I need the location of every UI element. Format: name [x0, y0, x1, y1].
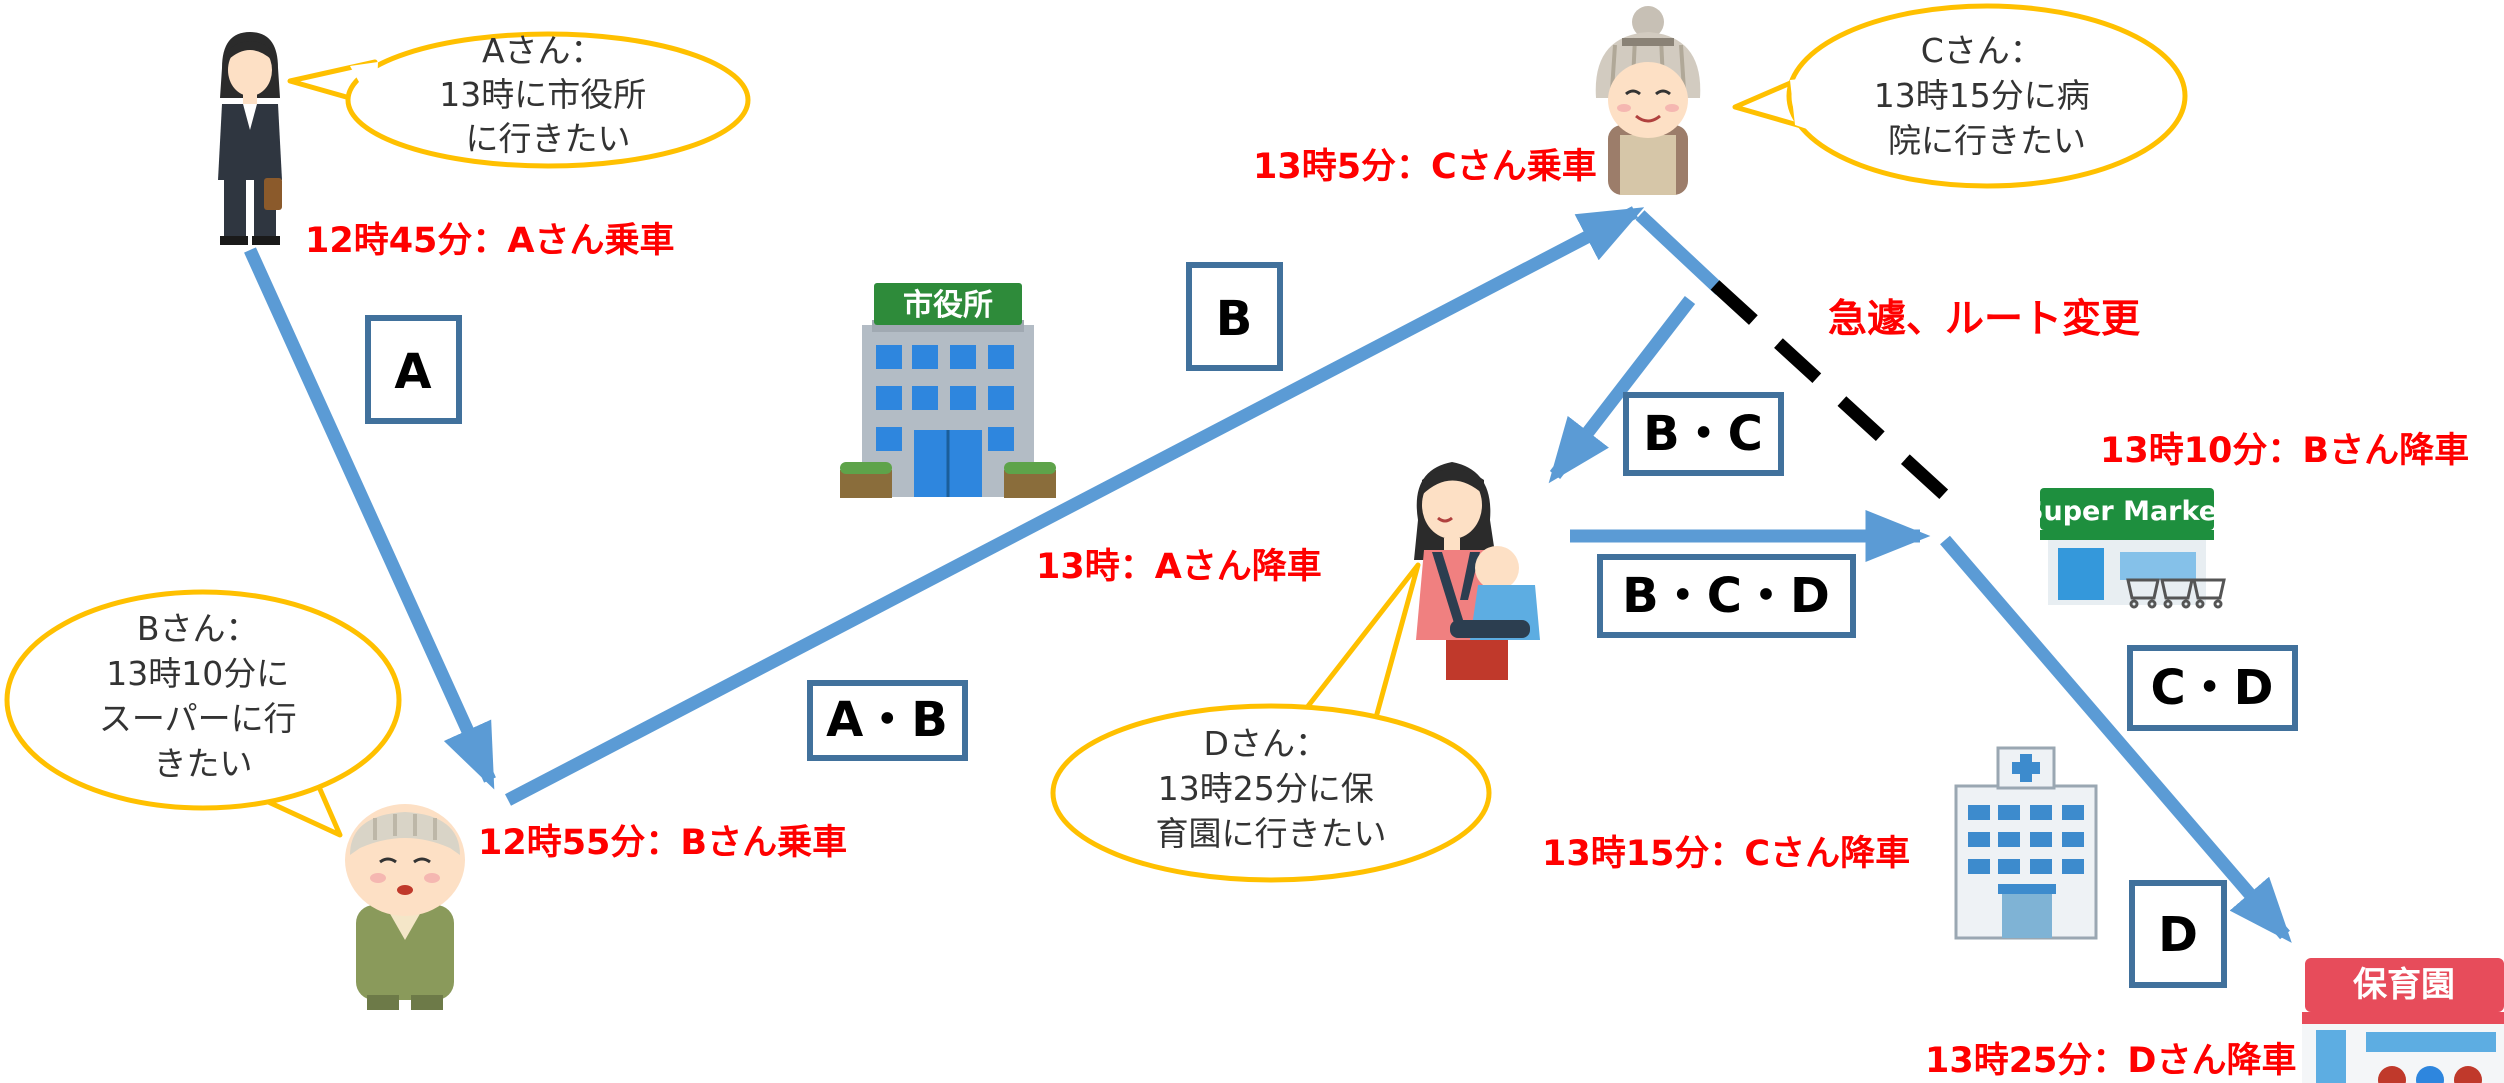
person-b-elderly-man-illustration: [345, 804, 465, 1010]
segment-box-bc: B・C: [1623, 392, 1784, 476]
segment-box-label: B・C: [1643, 406, 1763, 462]
route-segment-ab: [504, 206, 1645, 806]
person-d-mother-with-baby-illustration: [1414, 462, 1540, 680]
bubble-b-line-1: Bさん：: [137, 609, 259, 648]
route-segment-cd-d: [1940, 535, 2292, 943]
segment-box-a: A: [365, 315, 462, 424]
speech-bubble-c: Cさん： 13時15分に病 院に行きたい: [1732, 3, 2188, 189]
event-label-c-board: 13時5分：Cさん乗車: [1253, 147, 1597, 187]
route-change-label: 急遽、ルート変更: [1828, 297, 2141, 342]
event-label-b-board: 12時55分：Bさん乗車: [478, 823, 847, 863]
nursery-sign: 保育園: [2353, 965, 2455, 1005]
bubble-c-line-2: 13時15分に病: [1874, 76, 2090, 115]
bubble-d-line-1: Dさん：: [1204, 724, 1328, 763]
segment-box-label: D: [2158, 907, 2198, 963]
bubble-d-line-2: 13時25分に保: [1158, 769, 1374, 808]
route-segment-a: [244, 247, 496, 790]
person-c-elderly-woman-illustration: [1595, 6, 1701, 195]
segment-box-label: A: [394, 344, 431, 400]
event-label-a-board: 12時45分：Aさん乗車: [305, 221, 675, 261]
segment-box-label: A・B: [826, 692, 948, 748]
route-segment-bc: [1548, 296, 1696, 484]
city-hall-building-illustration: 市役所: [840, 283, 1056, 498]
event-label-a-alight: 13時：Aさん降車: [1036, 547, 1322, 587]
speech-bubble-d: Dさん： 13時25分に保 育園に行きたい: [1050, 562, 1492, 883]
route-change-dashed-line: [1710, 280, 1955, 505]
route-segment-c-to-fork: [1635, 210, 1725, 295]
bubble-a-line-3: に行きたい: [466, 119, 631, 158]
event-label-d-alight: 13時25分：Dさん降車: [1925, 1041, 2296, 1081]
segment-box-label: C・D: [2150, 660, 2273, 716]
speech-bubble-a: Aさん： 13時に市役所 に行きたい: [287, 31, 751, 169]
segment-box-cd: C・D: [2127, 645, 2298, 731]
event-label-c-alight: 13時15分：Cさん降車: [1542, 834, 1910, 874]
segment-box-label: B・C・D: [1622, 568, 1830, 624]
segment-box-bcd: B・C・D: [1597, 554, 1856, 638]
segment-box-d: D: [2129, 880, 2227, 988]
bubble-a-line-2: 13時に市役所: [439, 75, 646, 114]
bubble-c-line-1: Cさん：: [1921, 31, 2043, 70]
bubble-b-line-4: きたい: [154, 744, 253, 783]
svg-text:Bさん： 13時10分に スーパーに: Bさん： 13時10分に スーパーに行 きたい: [99, 609, 307, 783]
supermarket-sign: Super Market: [2024, 496, 2230, 527]
segment-box-label: B: [1216, 291, 1253, 347]
speech-bubble-b: Bさん： 13時10分に スーパーに行 きたい: [4, 589, 402, 838]
bubble-a-line-1: Aさん：: [482, 31, 604, 70]
bubble-c-line-3: 院に行きたい: [1888, 121, 2086, 160]
svg-text:Dさん： 13時25分に保 育園に行: Dさん： 13時25分に保 育園に行きたい: [1156, 724, 1387, 853]
nursery-school-illustration: 保育園: [2302, 958, 2504, 1083]
bubble-b-line-2: 13時10分に: [106, 654, 289, 693]
bubble-b-line-3: スーパーに行: [99, 699, 297, 738]
hospital-building-illustration: [1954, 746, 2098, 940]
svg-text:Aさん： 13時に市役所 に行きたい: Aさん： 13時に市役所 に行きたい: [439, 31, 657, 158]
segment-box-ab: A・B: [807, 680, 968, 761]
city-hall-sign: 市役所: [903, 288, 993, 323]
svg-text:Cさん： 13時15分に病 院に行き: Cさん： 13時15分に病 院に行きたい: [1874, 31, 2100, 160]
supermarket-illustration: Super Market: [2024, 488, 2230, 609]
event-label-b-alight: 13時10分：Bさん降車: [2100, 431, 2469, 471]
segment-box-b: B: [1186, 262, 1283, 371]
bubble-d-line-3: 育園に行きたい: [1156, 814, 1387, 853]
person-a-businesswoman-illustration: [218, 32, 282, 245]
